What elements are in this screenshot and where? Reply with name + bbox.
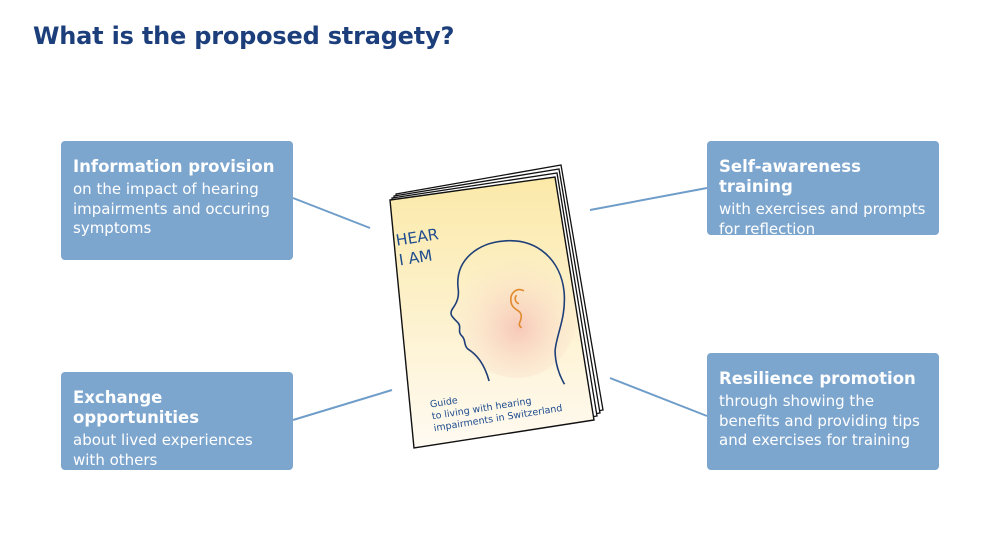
self-awareness-box: Self-awareness training with exercises a… xyxy=(707,141,939,238)
resilience-promotion-body: through showing the benefits and providi… xyxy=(719,392,920,449)
ear-icon xyxy=(510,288,525,329)
connector-self xyxy=(589,187,708,211)
exchange-opportunities-body: about lived experiences with others xyxy=(73,431,253,469)
booklet-subtitle-line1: Guide xyxy=(429,395,458,410)
info-provision-heading: Information provision xyxy=(73,157,275,176)
connector-exchange xyxy=(292,389,393,421)
self-awareness-heading: Self-awareness training xyxy=(719,157,861,196)
info-provision-box: Information provision on the impact of h… xyxy=(61,141,293,260)
exchange-opportunities-box: Exchange opportunities about lived exper… xyxy=(61,372,293,470)
connector-resilience xyxy=(609,377,708,417)
self-awareness-body: with exercises and prompts for reflectio… xyxy=(719,200,926,238)
page-title: What is the proposed stragety? xyxy=(33,22,455,50)
exchange-opportunities-heading: Exchange opportunities xyxy=(73,388,200,427)
head-silhouette-icon xyxy=(450,240,566,385)
resilience-promotion-box: Resilience promotion through showing the… xyxy=(707,353,939,470)
booklet-title-line2: I AM xyxy=(398,246,434,269)
connector-info xyxy=(292,197,371,229)
booklet: HEAR I AM Guide to living with hearing i… xyxy=(389,164,604,449)
resilience-promotion-heading: Resilience promotion xyxy=(719,369,916,388)
info-provision-body: on the impact of hearing impairments and… xyxy=(73,180,270,237)
face-glow xyxy=(456,254,577,378)
